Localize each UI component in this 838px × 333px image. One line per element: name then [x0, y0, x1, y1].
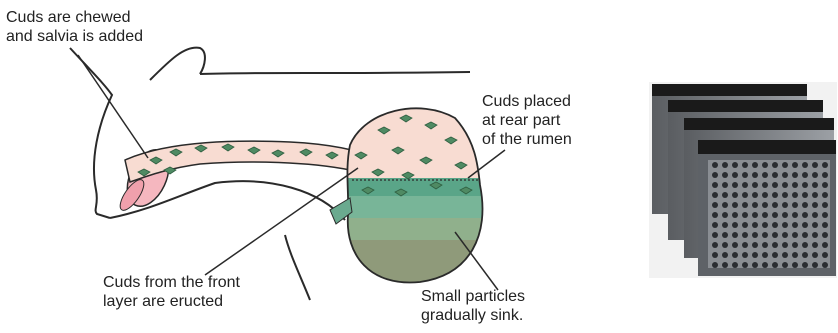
label-cuds-eructed: Cuds from the front layer are eructed: [103, 273, 240, 311]
cow-back: [200, 72, 470, 74]
leader-line-chew: [78, 55, 148, 158]
tray-front: [698, 140, 836, 276]
rumen-fill: [330, 90, 500, 300]
label-cuds-chewed: Cuds are chewed and salvia is added: [6, 8, 143, 46]
cow-ear: [150, 48, 205, 80]
label-small-particles: Small particles gradually sink.: [421, 287, 525, 325]
sieve-trays-image: [649, 82, 837, 278]
cow-front-leg: [285, 235, 310, 300]
label-cuds-rear-rumen: Cuds placed at rear part of the rumen: [482, 92, 572, 149]
